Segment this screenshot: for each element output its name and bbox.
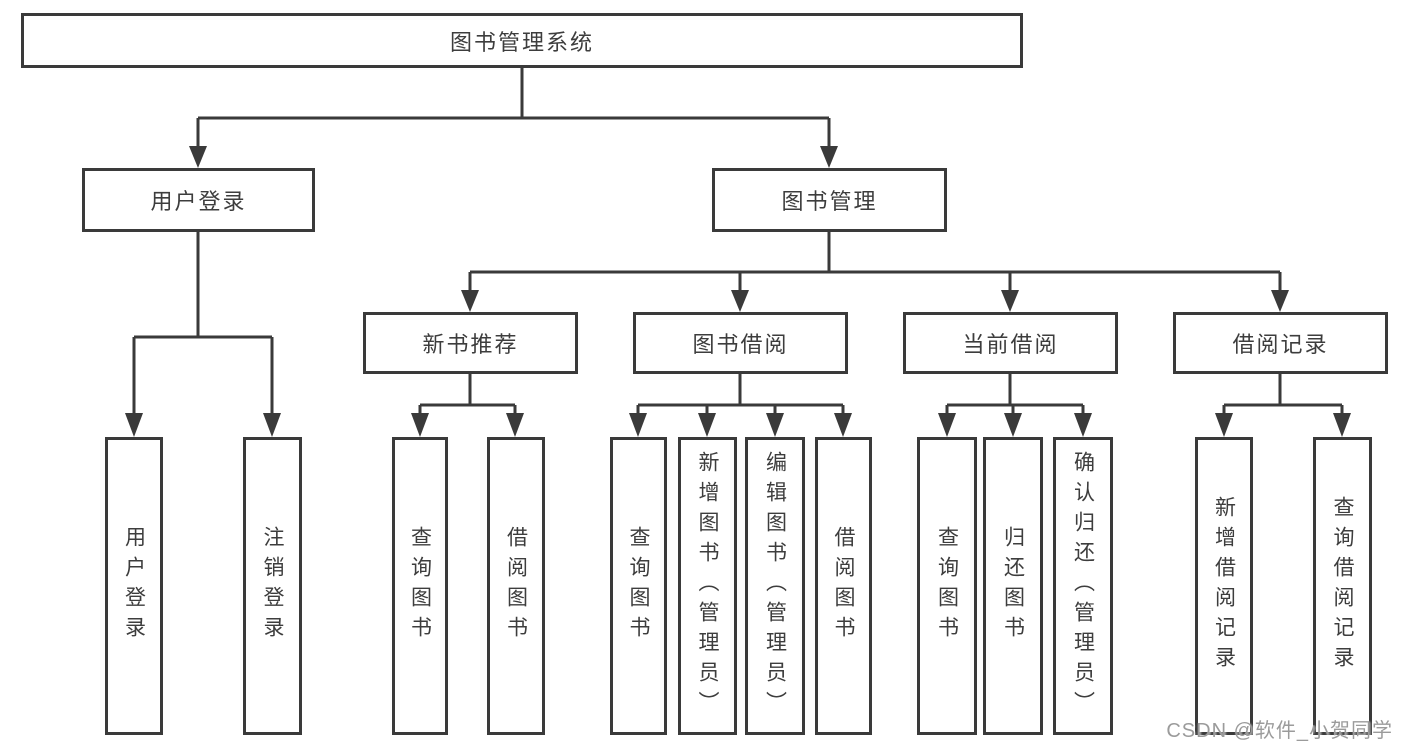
leaf-label: 查询图书 <box>935 526 959 646</box>
leaf-logout: 注销登录 <box>243 437 302 735</box>
node-current-borrowing: 当前借阅 <box>903 312 1118 374</box>
leaf-label: 借阅图书 <box>832 526 855 646</box>
leaf-user-login: 用户登录 <box>105 437 163 735</box>
node-library-management-system: 图书管理系统 <box>21 13 1023 68</box>
leaf-label: 用户登录 <box>122 526 146 646</box>
leaf-label: 编辑图书（管理员） <box>763 451 787 721</box>
leaf-borrow-books: 借阅图书 <box>815 437 872 735</box>
leaf-query-books: 查询图书 <box>610 437 667 735</box>
leaf-add-books-admin: 新增图书（管理员） <box>678 437 737 735</box>
leaf-borrow-books: 借阅图书 <box>487 437 545 735</box>
leaf-return-books: 归还图书 <box>983 437 1043 735</box>
node-book-borrowing: 图书借阅 <box>633 312 848 374</box>
node-label: 图书管理 <box>781 189 878 214</box>
leaf-confirm-return-admin: 确认归还（管理员） <box>1053 437 1113 735</box>
node-label: 借阅记录 <box>1232 332 1329 357</box>
node-new-book-recommend: 新书推荐 <box>363 312 578 374</box>
leaf-query-borrow-record: 查询借阅记录 <box>1313 437 1372 735</box>
leaf-label: 查询借阅记录 <box>1331 496 1354 676</box>
node-label: 图书借阅 <box>692 332 789 357</box>
leaf-label: 借阅图书 <box>504 526 528 646</box>
node-borrowing-records: 借阅记录 <box>1173 312 1388 374</box>
leaf-label: 查询图书 <box>627 526 650 646</box>
arrowheads <box>125 146 1351 437</box>
leaf-add-borrow-record: 新增借阅记录 <box>1195 437 1253 735</box>
leaf-label: 注销登录 <box>261 526 284 646</box>
node-label: 新书推荐 <box>422 332 519 357</box>
leaf-edit-books-admin: 编辑图书（管理员） <box>745 437 805 735</box>
leaf-label: 新增借阅记录 <box>1212 496 1236 676</box>
node-book-management: 图书管理 <box>712 168 947 232</box>
node-user-login: 用户登录 <box>82 168 315 232</box>
leaf-label: 新增图书（管理员） <box>696 451 719 721</box>
leaf-label: 查询图书 <box>408 526 432 646</box>
leaf-label: 确认归还（管理员） <box>1071 451 1095 721</box>
node-label: 用户登录 <box>150 189 247 214</box>
leaf-query-books: 查询图书 <box>917 437 977 735</box>
node-label: 当前借阅 <box>962 332 1059 357</box>
leaf-query-books: 查询图书 <box>392 437 448 735</box>
node-label: 图书管理系统 <box>449 29 594 55</box>
leaf-label: 归还图书 <box>1001 526 1025 646</box>
csdn-watermark: CSDN @软件_小贺同学 <box>1166 720 1393 742</box>
